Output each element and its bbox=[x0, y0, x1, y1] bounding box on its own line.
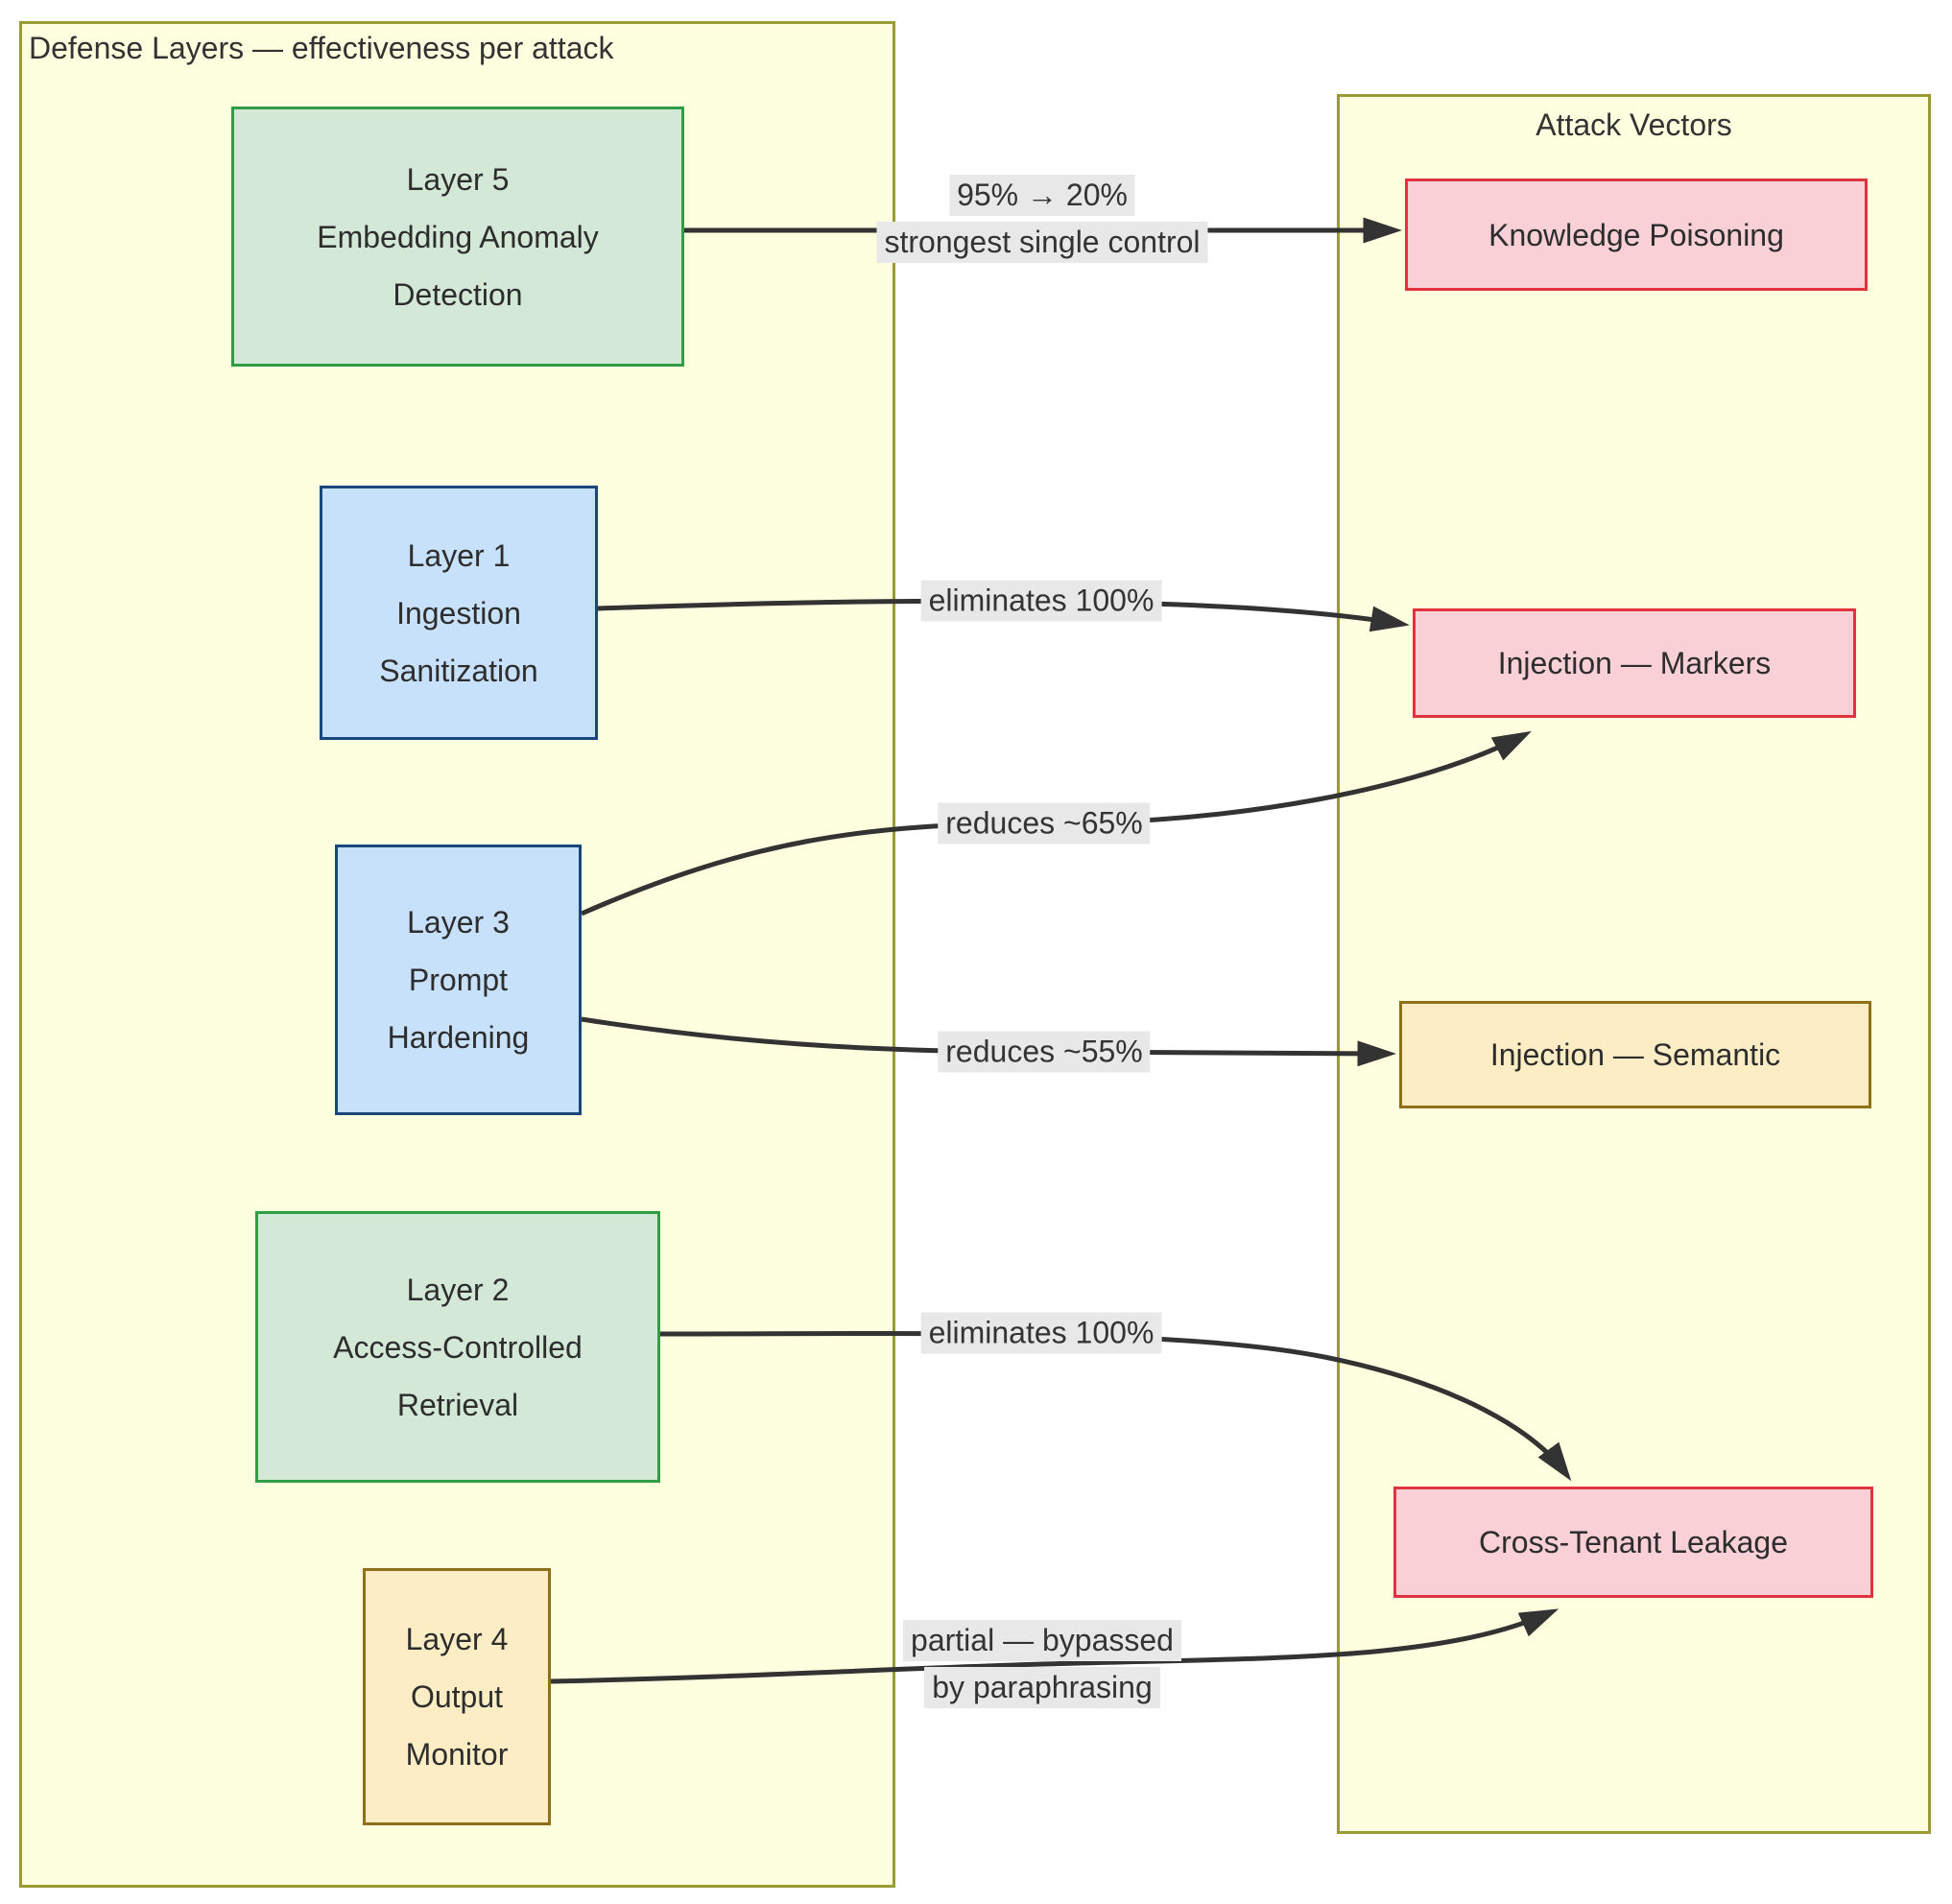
edge-label-line: eliminates 100% bbox=[920, 580, 1162, 622]
node-label-line: Layer 4 bbox=[405, 1622, 509, 1656]
edge-label-line: reduces ~55% bbox=[938, 1031, 1151, 1073]
edge-label-layer1-injection-markers: eliminates 100% bbox=[920, 580, 1162, 622]
edge-label-layer3-injection-markers: reduces ~65% bbox=[938, 802, 1151, 845]
node-label-line: Layer 2 bbox=[406, 1272, 510, 1307]
edge-label-line: by paraphrasing bbox=[924, 1667, 1160, 1708]
node-label-line: Sanitization bbox=[379, 653, 538, 688]
node-injection-semantic: Injection — Semantic bbox=[1399, 1001, 1871, 1108]
node-layer3-prompt-hardening: Layer 3 Prompt Hardening bbox=[335, 845, 582, 1115]
edge-label-line: eliminates 100% bbox=[920, 1312, 1162, 1354]
node-label-line: Ingestion bbox=[396, 595, 521, 631]
edge-label-line: partial — bypassed bbox=[903, 1620, 1181, 1661]
edge-label-line: strongest single control bbox=[876, 222, 1208, 263]
node-label-line: Embedding Anomaly bbox=[317, 219, 599, 254]
edge-label-layer2-cross-tenant: eliminates 100% bbox=[920, 1312, 1162, 1354]
node-layer1-ingestion-sanitization: Layer 1 Ingestion Sanitization bbox=[320, 486, 598, 740]
node-label-line: Access-Controlled bbox=[333, 1329, 583, 1365]
node-cross-tenant-leakage: Cross-Tenant Leakage bbox=[1393, 1487, 1873, 1598]
node-label-line: Retrieval bbox=[396, 1387, 519, 1422]
defense-cluster-title: Defense Layers — effectiveness per attac… bbox=[29, 31, 614, 65]
node-label: Cross-Tenant Leakage bbox=[1479, 1525, 1788, 1559]
node-label-line: Layer 1 bbox=[407, 537, 511, 573]
edge-label-line: 95% → 20% bbox=[949, 175, 1135, 216]
node-layer2-access-controlled-retrieval: Layer 2 Access-Controlled Retrieval bbox=[255, 1211, 660, 1483]
edge-layer4-to-cross-tenant bbox=[550, 1608, 1559, 1684]
node-label-line: Layer 5 bbox=[406, 161, 510, 197]
edge-label-layer5-knowledge-poisoning: 95% → 20% strongest single control bbox=[876, 175, 1208, 263]
node-layer4-output-monitor: Layer 4 Output Monitor bbox=[363, 1568, 551, 1825]
edge-label-line: reduces ~65% bbox=[938, 802, 1151, 845]
node-label: Injection — Semantic bbox=[1489, 1037, 1781, 1072]
node-label-line: Detection bbox=[393, 276, 523, 312]
node-knowledge-poisoning: Knowledge Poisoning bbox=[1405, 178, 1868, 291]
node-label: Injection — Markers bbox=[1497, 646, 1772, 680]
attack-cluster-title: Attack Vectors bbox=[1535, 107, 1732, 142]
node-label-line: Layer 3 bbox=[407, 905, 510, 940]
node-label-line: Prompt bbox=[408, 963, 509, 997]
edge-layer2-to-cross-tenant bbox=[659, 1331, 1572, 1482]
node-label-line: Output bbox=[410, 1679, 504, 1714]
edge-label-layer4-cross-tenant: partial — bypassed by paraphrasing bbox=[903, 1620, 1181, 1708]
node-label: Knowledge Poisoning bbox=[1488, 217, 1784, 252]
node-label-line: Monitor bbox=[405, 1737, 509, 1772]
node-label-line: Hardening bbox=[387, 1020, 530, 1055]
node-injection-markers: Injection — Markers bbox=[1413, 608, 1856, 718]
node-layer5-embedding-anomaly-detection: Layer 5 Embedding Anomaly Detection bbox=[231, 107, 684, 367]
edge-label-layer3-injection-semantic: reduces ~55% bbox=[938, 1031, 1151, 1073]
